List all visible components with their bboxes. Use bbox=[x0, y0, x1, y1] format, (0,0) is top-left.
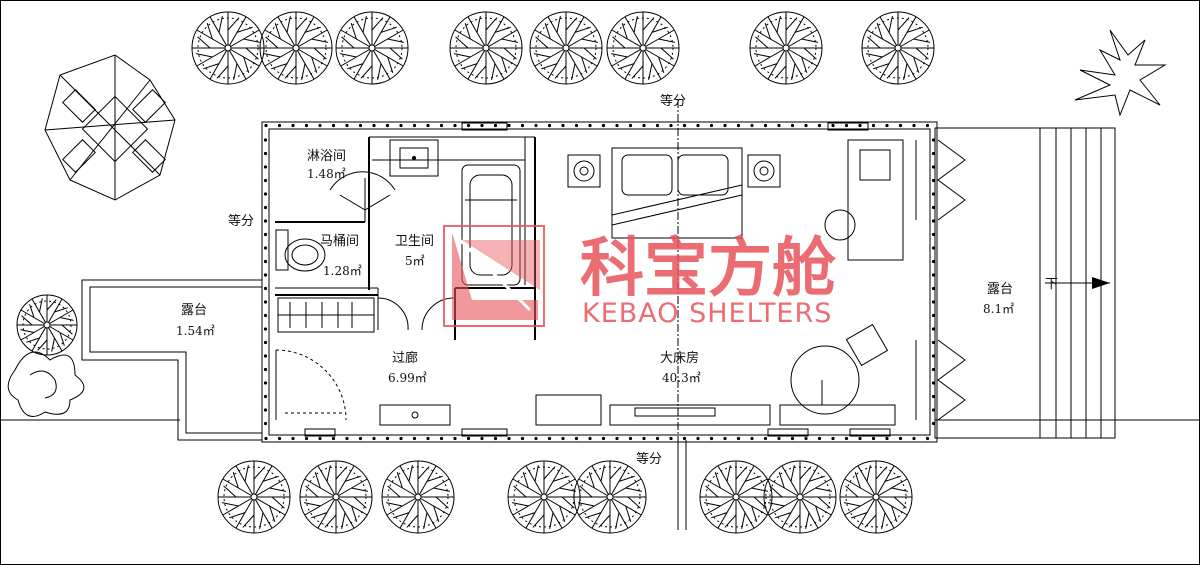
tree bbox=[449, 11, 523, 85]
windows bbox=[304, 122, 891, 437]
palm-plant bbox=[1074, 29, 1167, 117]
tree bbox=[606, 11, 680, 85]
tree bbox=[259, 11, 333, 85]
nightstands bbox=[567, 154, 781, 188]
label-bathroom-area: 5㎡ bbox=[405, 254, 425, 268]
container-shell bbox=[261, 121, 938, 443]
tree bbox=[507, 460, 581, 534]
label-equal-top: 等分 bbox=[660, 93, 686, 109]
label-corridor: 过廊 bbox=[392, 350, 418, 366]
storage-cabinet bbox=[277, 297, 375, 333]
tree bbox=[529, 11, 603, 85]
tree bbox=[573, 460, 647, 534]
toilet-fixture bbox=[275, 229, 326, 272]
label-bathroom: 卫生间 bbox=[395, 234, 434, 249]
shower-door bbox=[329, 171, 396, 222]
tree bbox=[191, 11, 265, 85]
tree bbox=[299, 460, 373, 534]
left-terrace bbox=[81, 279, 262, 441]
label-shower-area: 1.48㎡ bbox=[307, 167, 346, 181]
folding-doors bbox=[915, 139, 966, 421]
kebao-watermark-logo bbox=[443, 225, 545, 327]
patio-umbrella bbox=[44, 54, 176, 201]
label-stairs-down: 下 bbox=[1045, 277, 1058, 292]
stair-arrow-head bbox=[1092, 277, 1110, 289]
centerline bbox=[677, 100, 687, 530]
tree bbox=[16, 294, 78, 356]
double-bed bbox=[611, 147, 743, 239]
tree bbox=[699, 460, 773, 534]
tree bbox=[381, 460, 455, 534]
label-shower: 淋浴间 bbox=[307, 149, 346, 164]
tree bbox=[749, 11, 823, 85]
desk bbox=[824, 139, 904, 261]
label-toilet: 马桶间 bbox=[320, 234, 359, 249]
tree bbox=[763, 460, 837, 534]
tree bbox=[861, 11, 935, 85]
label-equal-bottom: 等分 bbox=[636, 451, 662, 467]
watermark-chinese: 科宝方舱 bbox=[580, 231, 836, 306]
right-terrace bbox=[934, 127, 1116, 439]
corridor-furniture bbox=[379, 394, 896, 426]
tree bbox=[217, 460, 291, 534]
label-terrace-right: 露台 bbox=[987, 282, 1013, 297]
watermark-english: KEBAO SHELTERS bbox=[582, 298, 832, 329]
label-bedroom: 大床房 bbox=[660, 350, 699, 366]
round-table-set bbox=[790, 323, 889, 415]
label-bedroom-area: 40.3㎡ bbox=[662, 371, 701, 385]
trees bbox=[16, 11, 935, 534]
shrub bbox=[7, 351, 85, 417]
washbasin bbox=[389, 139, 439, 177]
label-terrace-left-area: 1.54㎡ bbox=[176, 324, 215, 338]
label-equal-left: 等分 bbox=[228, 213, 254, 229]
tree bbox=[839, 460, 913, 534]
tree bbox=[335, 11, 409, 85]
label-terrace-left: 露台 bbox=[181, 303, 207, 318]
doors bbox=[275, 297, 456, 421]
label-terrace-right-area: 8.1㎡ bbox=[983, 302, 1014, 316]
label-corridor-area: 6.99㎡ bbox=[388, 371, 427, 385]
label-toilet-area: 1.28㎡ bbox=[323, 264, 362, 278]
